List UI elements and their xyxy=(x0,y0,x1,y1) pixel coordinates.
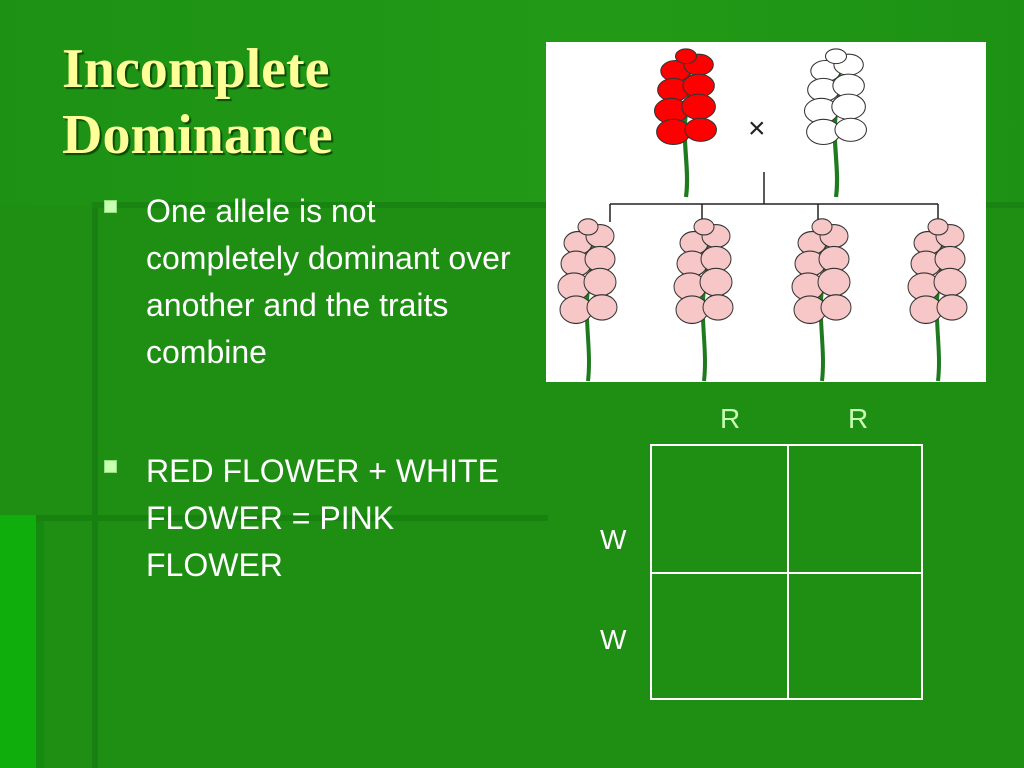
snapdragon-flower-icon xyxy=(655,49,717,197)
snapdragon-flower-icon xyxy=(674,219,733,381)
punnett-column-allele: R xyxy=(848,403,869,434)
slide-title: Incomplete Dominance xyxy=(62,36,532,168)
bullet-item: RED FLOWER + WHITE FLOWER = PINK FLOWER xyxy=(104,448,524,589)
bullet-item: One allele is not completely dominant ov… xyxy=(104,188,524,376)
punnett-cell xyxy=(650,572,789,700)
cross-symbol: × xyxy=(748,112,766,145)
bullet-text: RED FLOWER + WHITE FLOWER = PINK FLOWER xyxy=(146,453,499,583)
slide-title-line-2: Dominance xyxy=(62,104,333,166)
punnett-row-allele: W xyxy=(600,624,627,655)
decor-band-left-shade xyxy=(36,518,44,768)
snapdragon-flower-icon xyxy=(805,49,867,197)
cross-diagram-svg: × xyxy=(546,42,986,382)
punnett-column-allele: R xyxy=(720,403,741,434)
punnett-cell xyxy=(787,444,923,574)
square-bullet-icon xyxy=(104,200,117,213)
punnett-square xyxy=(650,444,923,700)
snapdragon-flower-icon xyxy=(558,219,617,381)
decor-horizontal-line-lower xyxy=(36,515,548,521)
square-bullet-icon xyxy=(104,460,117,473)
cross-diagram: × xyxy=(546,42,986,382)
punnett-cell xyxy=(650,444,789,574)
slide-title-line-1: Incomplete xyxy=(62,38,330,100)
cross-connector xyxy=(609,172,939,222)
decor-vertical-line xyxy=(92,205,98,768)
snapdragon-flower-icon xyxy=(908,219,967,381)
snapdragon-flower-icon xyxy=(792,219,851,381)
punnett-cell xyxy=(787,572,923,700)
bullet-text: One allele is not completely dominant ov… xyxy=(146,193,511,370)
punnett-row-allele: W xyxy=(600,524,627,555)
